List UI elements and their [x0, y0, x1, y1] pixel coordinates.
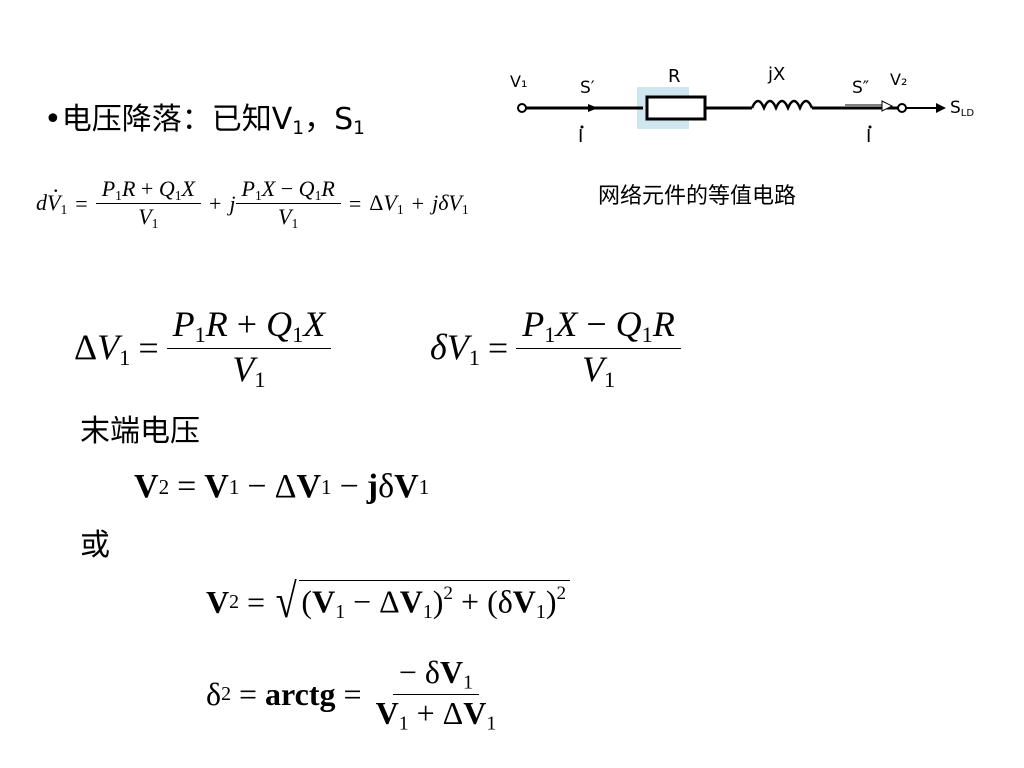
sld-symbol: S — [950, 98, 961, 118]
v2-label: V₂ — [890, 70, 908, 89]
jx-label: jX — [768, 64, 786, 85]
phase-angle-fraction: − δV1 V1 + ΔV1 — [375, 654, 497, 735]
equivalent-circuit-diagram: V₁ S′ R jX S″ V₂ SLD I I — [500, 60, 1000, 160]
small-delta-v1-fraction: P1X − Q1R V1 — [516, 304, 681, 393]
resistor-r — [645, 95, 707, 121]
j-delta-v1-term: jδV1 — [432, 190, 469, 217]
i-left-label: I — [578, 126, 584, 147]
right-node — [897, 103, 907, 113]
dv1-real-fraction: P1R + Q1X V1 — [95, 176, 201, 232]
inductor-jx — [750, 99, 814, 112]
v1-label: V₁ — [510, 72, 528, 91]
bullet-label: 电压降落：已知 — [61, 102, 272, 137]
small-delta-v1-equation: δV1 = P1X − Q1R V1 — [430, 304, 681, 393]
delta-v1-fraction: P1R + Q1X V1 — [166, 304, 332, 393]
s-prime-label: S′ — [580, 78, 595, 98]
i-right-dot — [868, 125, 872, 129]
i-right-label: I — [866, 126, 872, 147]
circuit-svg — [517, 87, 946, 129]
dv1-term: dV1 — [36, 178, 67, 218]
s-dprime-arrow — [881, 100, 894, 112]
s1-subscript: 1 — [353, 118, 365, 140]
delta-v1-term: ΔV1 — [369, 190, 404, 217]
delta-v1-equation: ΔV1 = P1R + Q1X V1 — [74, 304, 332, 393]
s1-symbol: S — [334, 102, 354, 137]
circuit-caption: 网络元件的等值电路 — [598, 184, 797, 209]
end-voltage-label: 末端电压 — [80, 414, 200, 449]
dv1-imag-fraction: P1X − Q1R V1 — [235, 176, 341, 232]
s-dprime-label: S″ — [852, 78, 870, 98]
voltage-drop-equation: dV1 = P1R + Q1X V1 +j P1X − Q1R V1 = ΔV1… — [36, 176, 469, 232]
v1-symbol: V — [271, 102, 293, 137]
v1-subscript: 1 — [292, 118, 305, 140]
bullet-separator: ， — [304, 102, 335, 137]
load-arrow — [936, 103, 946, 113]
or-label: 或 — [80, 528, 110, 563]
r-label: R — [668, 66, 681, 87]
bullet-heading: •电压降落：已知V1，S1 — [44, 100, 365, 149]
sld-label: SLD — [950, 98, 974, 119]
square-root: √ (V1 − ΔV1)2 + (δV1)2 — [273, 578, 571, 626]
bullet-marker: • — [44, 102, 62, 137]
i-left-dot — [580, 125, 584, 129]
sld-subscript: LD — [960, 107, 975, 119]
left-node — [517, 103, 527, 113]
s-prime-arrow — [588, 104, 598, 112]
